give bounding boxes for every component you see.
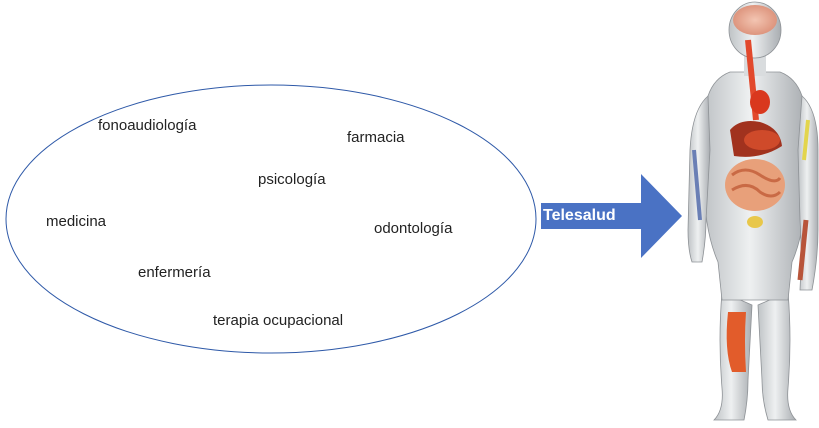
discipline-label: farmacia [347,129,405,146]
discipline-label: psicología [258,171,326,188]
discipline-label: enfermería [138,264,211,281]
telesalud-label: Telesalud [543,207,616,224]
telesalud-arrow [541,174,682,258]
human-body-figure [687,1,819,421]
discipline-label: odontología [374,220,453,237]
discipline-label: terapia ocupacional [213,312,344,329]
discipline-label: fonoaudiología [98,117,197,134]
disciplines-ellipse [5,84,537,354]
discipline-label: medicina [46,213,107,230]
